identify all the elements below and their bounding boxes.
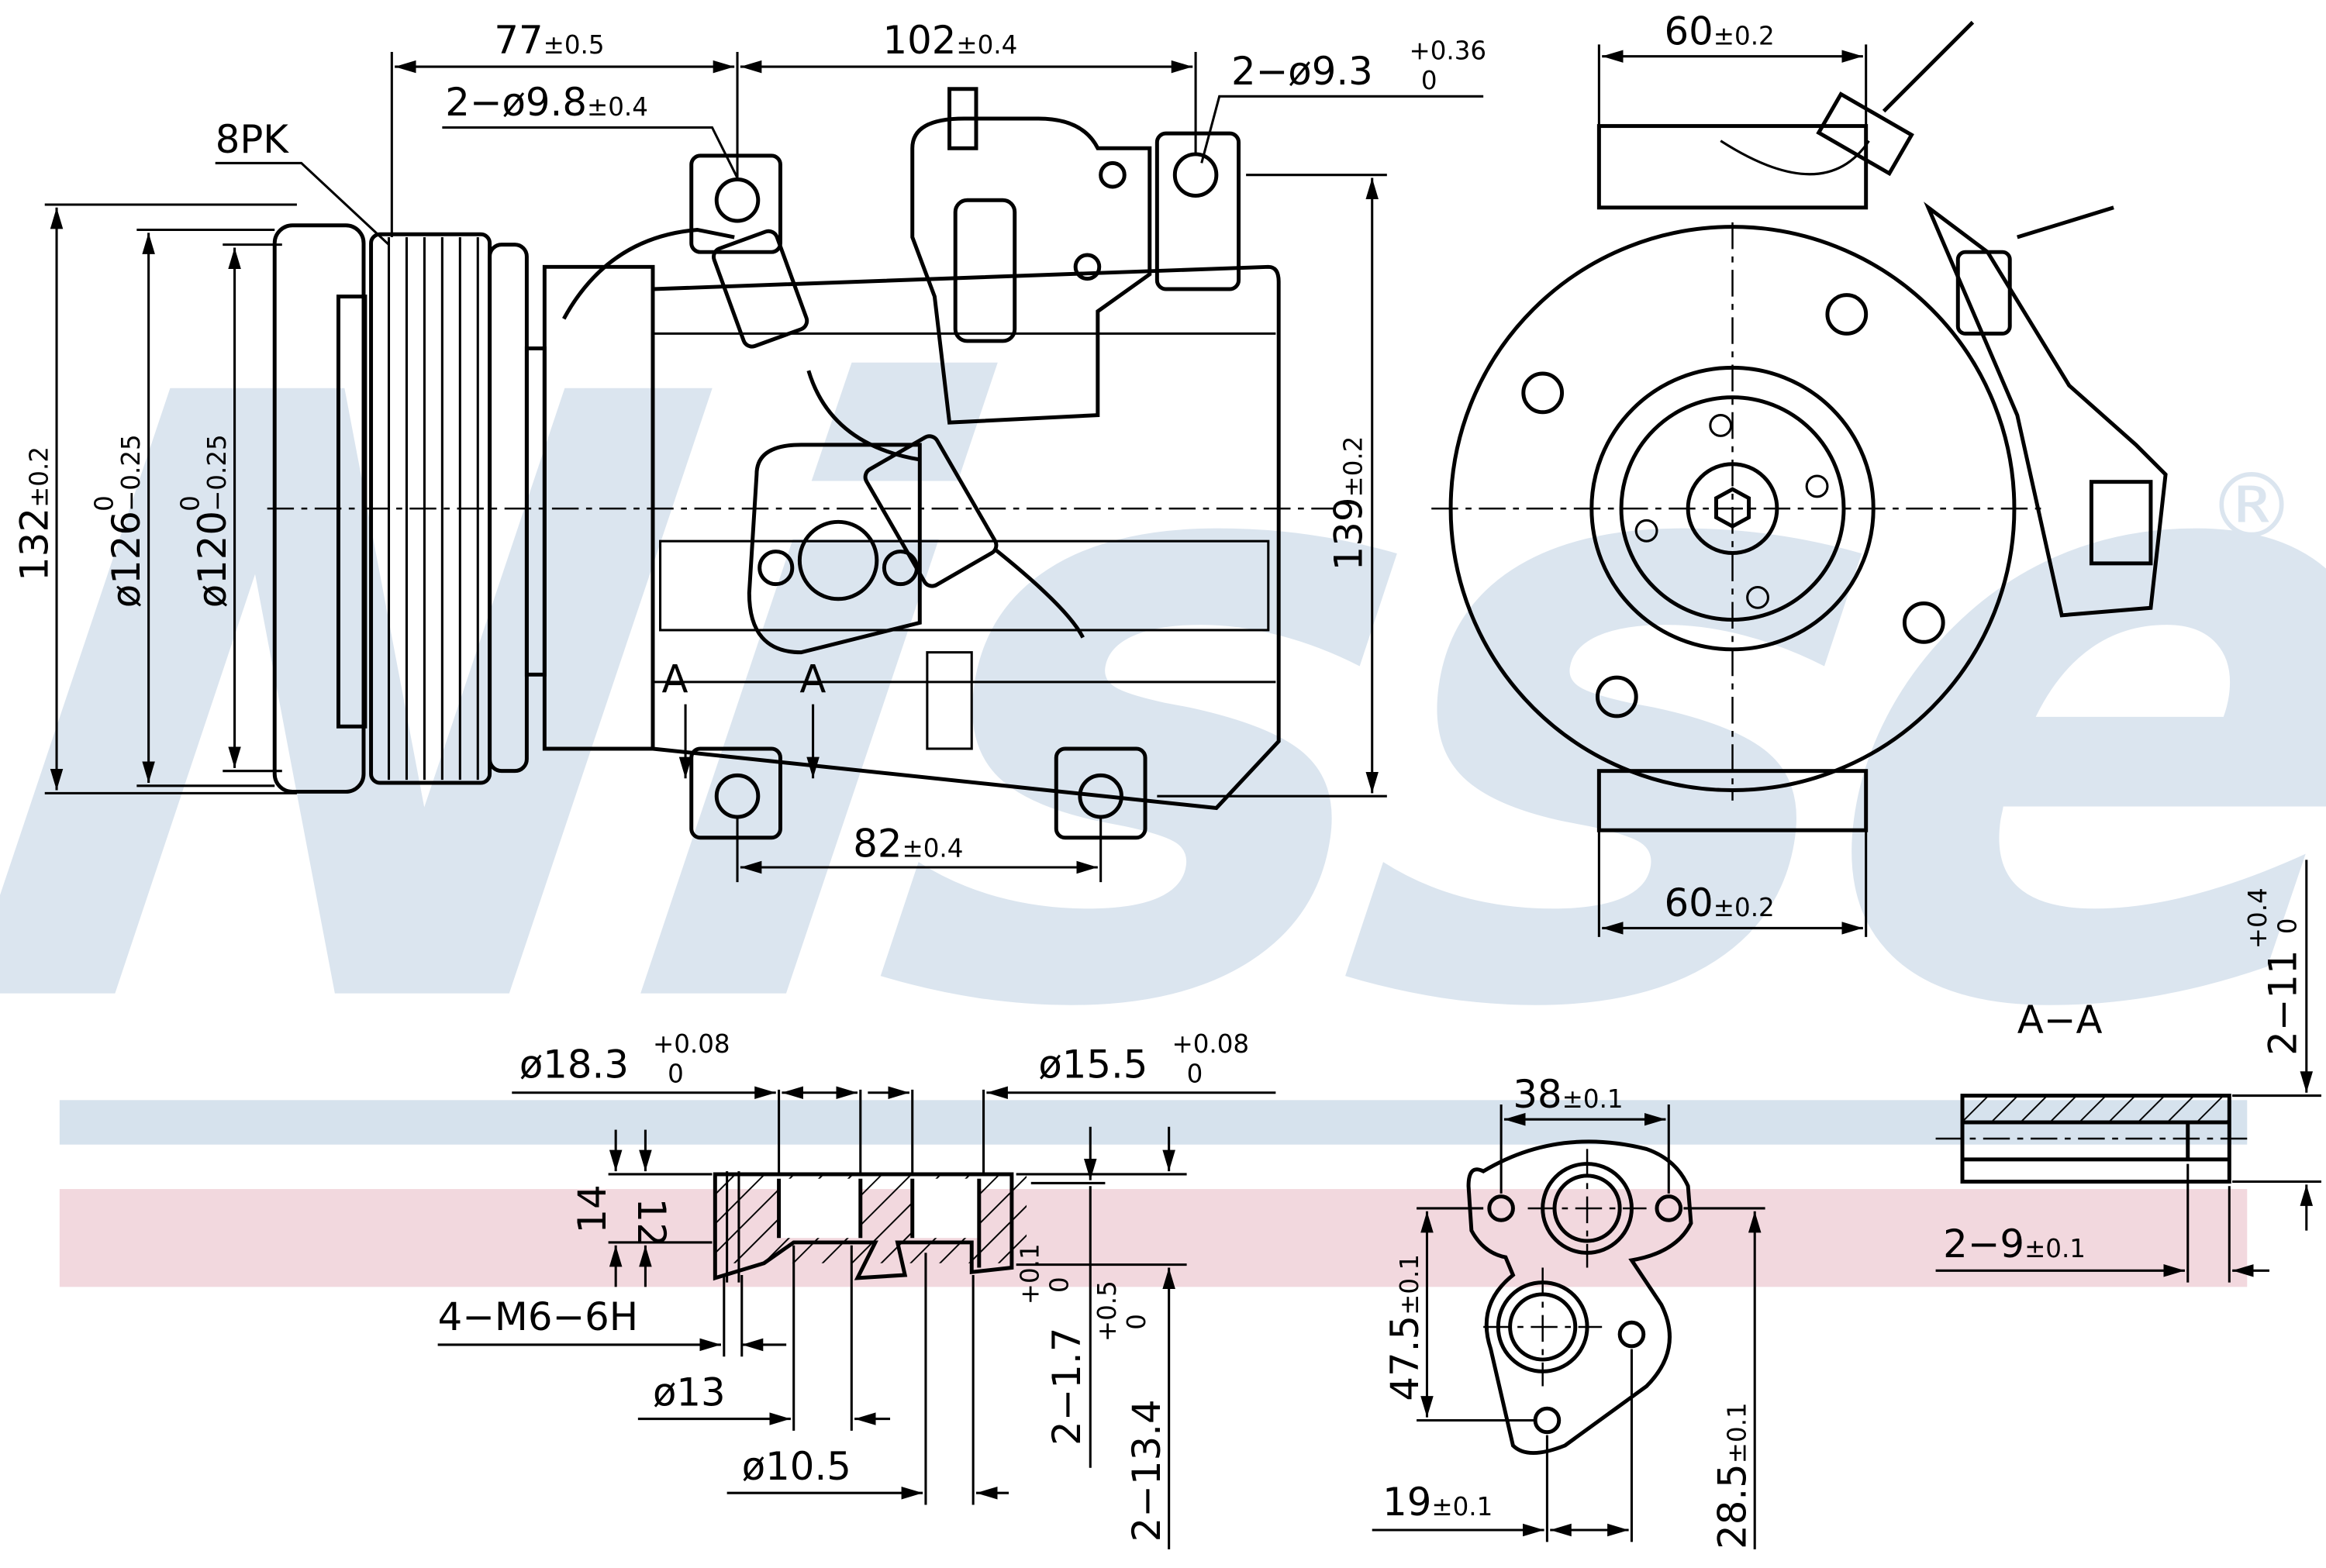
depth-17-label: 2−1.7 (1044, 1328, 1089, 1446)
dim-11-label: 2−11 (2260, 949, 2305, 1056)
dia-126-tol-lower: −0.25 (116, 434, 146, 512)
section-aa-title: A−A (2017, 998, 2103, 1042)
flange-view: 38±0.1 47.5±0.1 28.5±0.1 19±0.1 (1372, 1072, 1765, 1549)
section-mark-a-left: A (661, 656, 688, 701)
dim-77-label: 77±0.5 (494, 18, 604, 63)
dia-126-label: ø126 (104, 511, 149, 608)
dia-120-label: ø120 (190, 511, 235, 608)
dim-132-label: 132±0.2 (12, 446, 57, 581)
depth-134-tol-upper: +0.5 (1092, 1280, 1122, 1342)
holes-98-label: 2−ø9.8±0.4 (445, 80, 648, 125)
blue-band (59, 1100, 2248, 1145)
section-mark-a-right: A (799, 656, 826, 701)
dia-183-label: ø18.3 (519, 1042, 629, 1087)
dim-38-label: 38±0.1 (1513, 1072, 1623, 1117)
dia-155-label: ø15.5 (1038, 1042, 1147, 1087)
holes-93-tol-upper: +0.36 (1410, 36, 1487, 66)
depth-134-tol-lower: 0 (1122, 1314, 1151, 1330)
dim-11-tol-lower: 0 (2273, 918, 2302, 934)
holes-93-tol-lower: 0 (1421, 66, 1437, 95)
section-aa-view: A−A 2−11 +0.4 0 2−9±0.1 (1935, 860, 2321, 1283)
dim-285-label: 28.5±0.1 (1710, 1402, 1755, 1549)
depth-17-tol-lower: 0 (1045, 1277, 1075, 1293)
pink-band (59, 1189, 2248, 1287)
dia-120-tol-upper: 0 (176, 495, 205, 512)
dia-13-label: ø13 (653, 1370, 726, 1415)
port-section-view: ø18.3 +0.08 0 ø15.5 +0.08 0 14 12 4−M6−6… (438, 1029, 1276, 1549)
dim-82-label: 82±0.4 (853, 822, 963, 867)
depth-134-label: 2−13.4 (1124, 1399, 1169, 1542)
dim-475-label: 47.5±0.1 (1382, 1254, 1427, 1401)
dim-19-label: 19±0.1 (1382, 1480, 1493, 1525)
depth-17-tol-upper: +0.1 (1015, 1243, 1044, 1304)
belt-type-label: 8PK (216, 117, 290, 162)
dim-60-top-label: 60±0.2 (1665, 9, 1775, 53)
thread-label: 4−M6−6H (438, 1294, 639, 1339)
dim-11-tol-upper: +0.4 (2243, 887, 2273, 949)
holes-93-label: 2−ø9.3 (1231, 49, 1373, 94)
dim-102-label: 102±0.4 (882, 18, 1017, 63)
dim-12-label: 12 (629, 1198, 674, 1247)
dim-139-label: 139±0.2 (1326, 436, 1371, 571)
registered-mark: ® (2207, 454, 2297, 558)
dia-183-tol-lower: 0 (668, 1059, 684, 1088)
front-view: 77±0.5 102±0.4 2−ø9.8±0.4 2−ø9.3 +0.36 0… (12, 18, 1487, 883)
side-view: 60±0.2 60±0.2 (1431, 9, 2168, 937)
dia-126-tol-upper: 0 (90, 495, 119, 512)
dia-183-tol-upper: +0.08 (653, 1029, 730, 1059)
dim-9-label: 2−9±0.1 (1943, 1222, 2086, 1266)
dim-60-bottom-label: 60±0.2 (1665, 880, 1775, 925)
dia-155-tol-upper: +0.08 (1172, 1029, 1249, 1059)
dim-14-label: 14 (570, 1184, 615, 1233)
dia-105-label: ø10.5 (742, 1444, 851, 1489)
dia-155-tol-lower: 0 (1187, 1059, 1203, 1088)
dia-120-tol-lower: −0.25 (202, 434, 232, 512)
